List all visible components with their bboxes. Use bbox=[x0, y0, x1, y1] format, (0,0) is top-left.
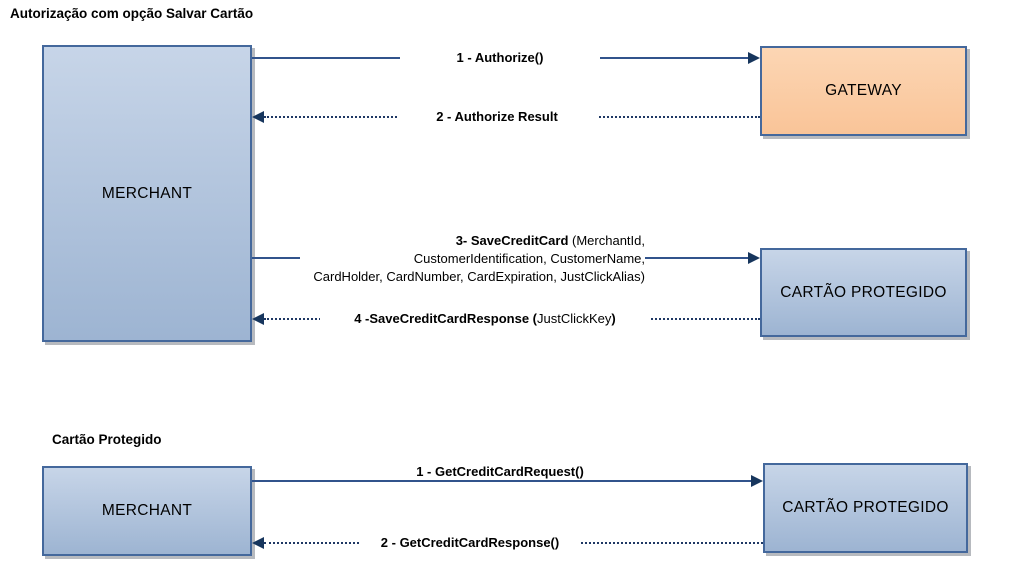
msg1-arrowhead-right-icon bbox=[748, 52, 760, 64]
actor-cartao-protegido-label-1: CARTÃO PROTEGIDO bbox=[780, 283, 947, 301]
msg2-arrowhead-left-icon bbox=[252, 111, 264, 123]
actor-merchant-box-1: MERCHANT bbox=[42, 45, 252, 342]
msg-b1-arrowhead-right-icon bbox=[751, 475, 763, 487]
msg3-label-line3: CardHolder, CardNumber, CardExpiration, … bbox=[313, 269, 645, 284]
actor-gateway-label: GATEWAY bbox=[825, 82, 902, 99]
msg-b2-label: 2 - GetCreditCardResponse() bbox=[360, 535, 580, 551]
section1-title: Autorização com opção Salvar Cartão bbox=[10, 6, 254, 21]
msg3-label-line1: 3- SaveCreditCard (MerchantId, bbox=[455, 233, 645, 248]
actor-gateway-box: GATEWAY bbox=[760, 46, 967, 136]
msg3-label: 3- SaveCreditCard (MerchantId, CustomerI… bbox=[300, 232, 645, 286]
msg4-arrowhead-left-icon bbox=[252, 313, 264, 325]
msg-b1-label: 1 - GetCreditCardRequest() bbox=[416, 464, 584, 479]
msg3-label-line2: CustomerIdentification, CustomerName, bbox=[413, 251, 645, 266]
msg-b1-line bbox=[252, 480, 751, 482]
actor-merchant-label-2: MERCHANT bbox=[101, 502, 193, 519]
actor-cartao-protegido-label-2: CARTÃO PROTEGIDO bbox=[782, 499, 949, 516]
section2-title: Cartão Protegido bbox=[52, 432, 162, 447]
msg3-arrowhead-right-icon bbox=[748, 252, 760, 264]
actor-merchant-box-2: MERCHANT bbox=[42, 466, 252, 556]
actor-cartao-protegido-box-1: CARTÃO PROTEGIDO bbox=[760, 248, 967, 337]
actor-merchant-label-1: MERCHANT bbox=[101, 184, 193, 202]
msg4-label: 4 -SaveCreditCardResponse (JustClickKey) bbox=[320, 311, 650, 327]
actor-cartao-protegido-box-2: CARTÃO PROTEGIDO bbox=[763, 463, 968, 553]
msg2-label: 2 - Authorize Result bbox=[397, 109, 597, 125]
msg-b2-arrowhead-left-icon bbox=[252, 537, 264, 549]
msg1-label: 1 - Authorize() bbox=[400, 50, 600, 66]
